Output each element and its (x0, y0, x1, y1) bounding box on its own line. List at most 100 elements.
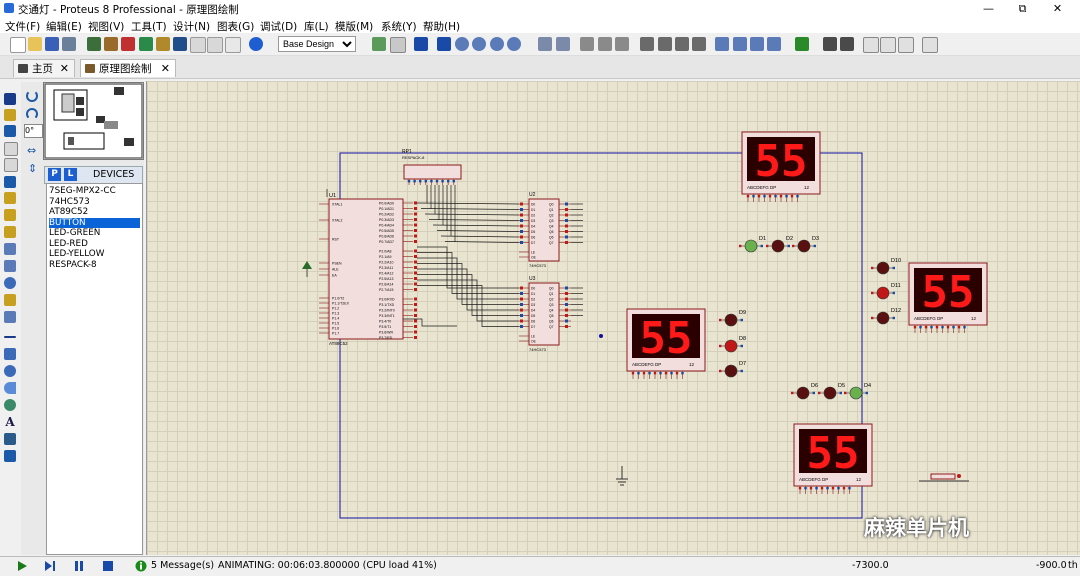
minimize-button[interactable]: — (983, 2, 994, 15)
device-item-selected[interactable]: BUTTON (49, 217, 140, 228)
block-copy-icon[interactable] (640, 37, 654, 51)
generator-mode-icon[interactable] (4, 277, 16, 289)
menu-template[interactable]: 模版(M) (335, 21, 374, 33)
device-item[interactable]: LED-YELLOW (49, 249, 105, 259)
property-assignment-icon[interactable] (840, 37, 854, 51)
cut-icon[interactable] (580, 37, 594, 51)
origin-icon[interactable] (414, 37, 428, 51)
electrical-rules-icon[interactable] (922, 37, 938, 53)
path-tool-icon[interactable] (4, 399, 16, 411)
menu-view[interactable]: 视图(V) (88, 21, 125, 33)
rp1-respack[interactable]: RP1 RESPACK-8 (402, 149, 462, 185)
rotate-anticlockwise-icon[interactable] (26, 108, 38, 120)
menu-graph[interactable]: 图表(G) (217, 21, 255, 33)
stop-button[interactable] (102, 560, 114, 572)
device-item[interactable]: LED-GREEN (49, 228, 101, 238)
overview-window[interactable] (43, 82, 144, 160)
notes-icon[interactable] (225, 37, 241, 53)
rotation-angle-field[interactable]: 0° (24, 124, 43, 138)
junction-mode-icon[interactable] (4, 125, 16, 137)
zoom-out-icon[interactable] (472, 37, 486, 51)
remove-sheet-icon[interactable] (880, 37, 896, 53)
symbol-tool-icon[interactable] (4, 433, 16, 445)
device-pins-mode-icon[interactable] (4, 226, 16, 238)
bom-icon[interactable] (190, 37, 206, 53)
rotate-clockwise-icon[interactable] (26, 90, 38, 102)
gerber-icon[interactable] (139, 37, 153, 51)
home-icon[interactable] (87, 37, 101, 51)
search-tag-icon[interactable] (823, 37, 837, 51)
messages-count[interactable]: 5 Message(s) (151, 560, 215, 571)
library-manager-button[interactable]: L (64, 168, 77, 181)
probe-mode-icon[interactable] (4, 294, 16, 306)
tab-home[interactable]: 主页 ✕ (13, 59, 75, 77)
zoom-all-icon[interactable] (490, 37, 504, 51)
wire-label-mode-icon[interactable] (4, 142, 18, 156)
decompose-icon[interactable] (767, 37, 781, 51)
menu-help[interactable]: 帮助(H) (423, 21, 461, 33)
line-tool-icon[interactable] (4, 336, 16, 338)
menu-debug[interactable]: 调试(D) (260, 21, 298, 33)
buses-mode-icon[interactable] (4, 176, 16, 188)
wire-autorouter-icon[interactable] (795, 37, 809, 51)
u3-latch[interactable]: U3 74HC573 D0D1D2D3D4D5D6D7Q0Q1Q2Q3Q4Q5Q… (519, 276, 571, 352)
pause-button[interactable] (73, 560, 85, 572)
selection-mode-icon[interactable] (4, 93, 16, 105)
device-item[interactable]: AT89C52 (49, 207, 89, 217)
message-info-icon[interactable] (135, 560, 147, 572)
terminals-mode-icon[interactable] (4, 209, 16, 221)
mirror-horizontal-icon[interactable]: ⇔ (27, 144, 37, 157)
new-sheet-icon[interactable] (863, 37, 879, 53)
pick-parts-icon[interactable] (715, 37, 729, 51)
open-folder-icon[interactable] (28, 37, 42, 51)
new-file-icon[interactable] (10, 37, 26, 53)
block-rotate-icon[interactable] (675, 37, 689, 51)
u2-latch[interactable]: U2 74HC573 D0D1D2D3D4D5D6D7Q0Q1Q2Q3Q4Q5Q… (519, 192, 571, 268)
help-icon[interactable] (249, 37, 263, 51)
device-item[interactable]: RESPACK-8 (49, 259, 97, 270)
redo-icon[interactable] (556, 37, 570, 51)
design-explorer-icon[interactable] (156, 37, 170, 51)
exit-to-parent-icon[interactable] (898, 37, 914, 53)
component-mode-icon[interactable] (4, 109, 16, 121)
box-tool-icon[interactable] (4, 348, 16, 360)
zoom-in-icon[interactable] (455, 37, 469, 51)
graph-mode-icon[interactable] (4, 243, 16, 255)
undo-icon[interactable] (538, 37, 552, 51)
device-item[interactable]: 7SEG-MPX2-CC (49, 186, 116, 196)
marker-tool-icon[interactable] (4, 450, 16, 462)
refresh-icon[interactable] (372, 37, 386, 51)
close-project-icon[interactable] (62, 37, 76, 51)
text-tool-icon[interactable]: A (5, 415, 15, 429)
restore-button[interactable]: ⧉ (1018, 2, 1027, 15)
pcb-icon[interactable] (121, 37, 135, 51)
grid-toggle-icon[interactable] (390, 37, 406, 53)
u1-chip[interactable]: U1 AT89C52 XTAL1XTAL2RSTPSENALEEAP1.0/T2… (319, 193, 417, 346)
button-component[interactable] (919, 473, 969, 482)
menu-file[interactable]: 文件(F) (5, 21, 41, 33)
pan-icon[interactable] (437, 37, 451, 51)
make-device-icon[interactable] (733, 37, 747, 51)
menu-library[interactable]: 库(L) (304, 21, 329, 33)
menu-tools[interactable]: 工具(T) (131, 21, 167, 33)
subcircuit-mode-icon[interactable] (4, 192, 16, 204)
virtual-instruments-icon[interactable] (4, 311, 16, 323)
design-variant-select[interactable]: Base Design (278, 36, 356, 52)
packaging-tool-icon[interactable] (750, 37, 764, 51)
menu-system[interactable]: 系统(Y) (381, 21, 417, 33)
step-button[interactable] (44, 560, 56, 572)
text-script-mode-icon[interactable] (4, 158, 18, 172)
pick-devices-button[interactable]: P (48, 168, 61, 181)
tab-schematic-close-icon[interactable]: ✕ (160, 62, 170, 75)
close-button[interactable]: ✕ (1052, 2, 1063, 15)
device-item[interactable]: 74HC573 (49, 196, 90, 207)
tape-recorder-mode-icon[interactable] (4, 260, 16, 272)
block-delete-icon[interactable] (692, 37, 706, 51)
schematic-icon[interactable] (104, 37, 118, 51)
zoom-area-icon[interactable] (507, 37, 521, 51)
mirror-vertical-icon[interactable]: ⇕ (28, 162, 38, 175)
source-code-icon[interactable] (207, 37, 223, 53)
arc-tool-icon[interactable] (4, 382, 16, 394)
circle-tool-icon[interactable] (4, 365, 16, 377)
